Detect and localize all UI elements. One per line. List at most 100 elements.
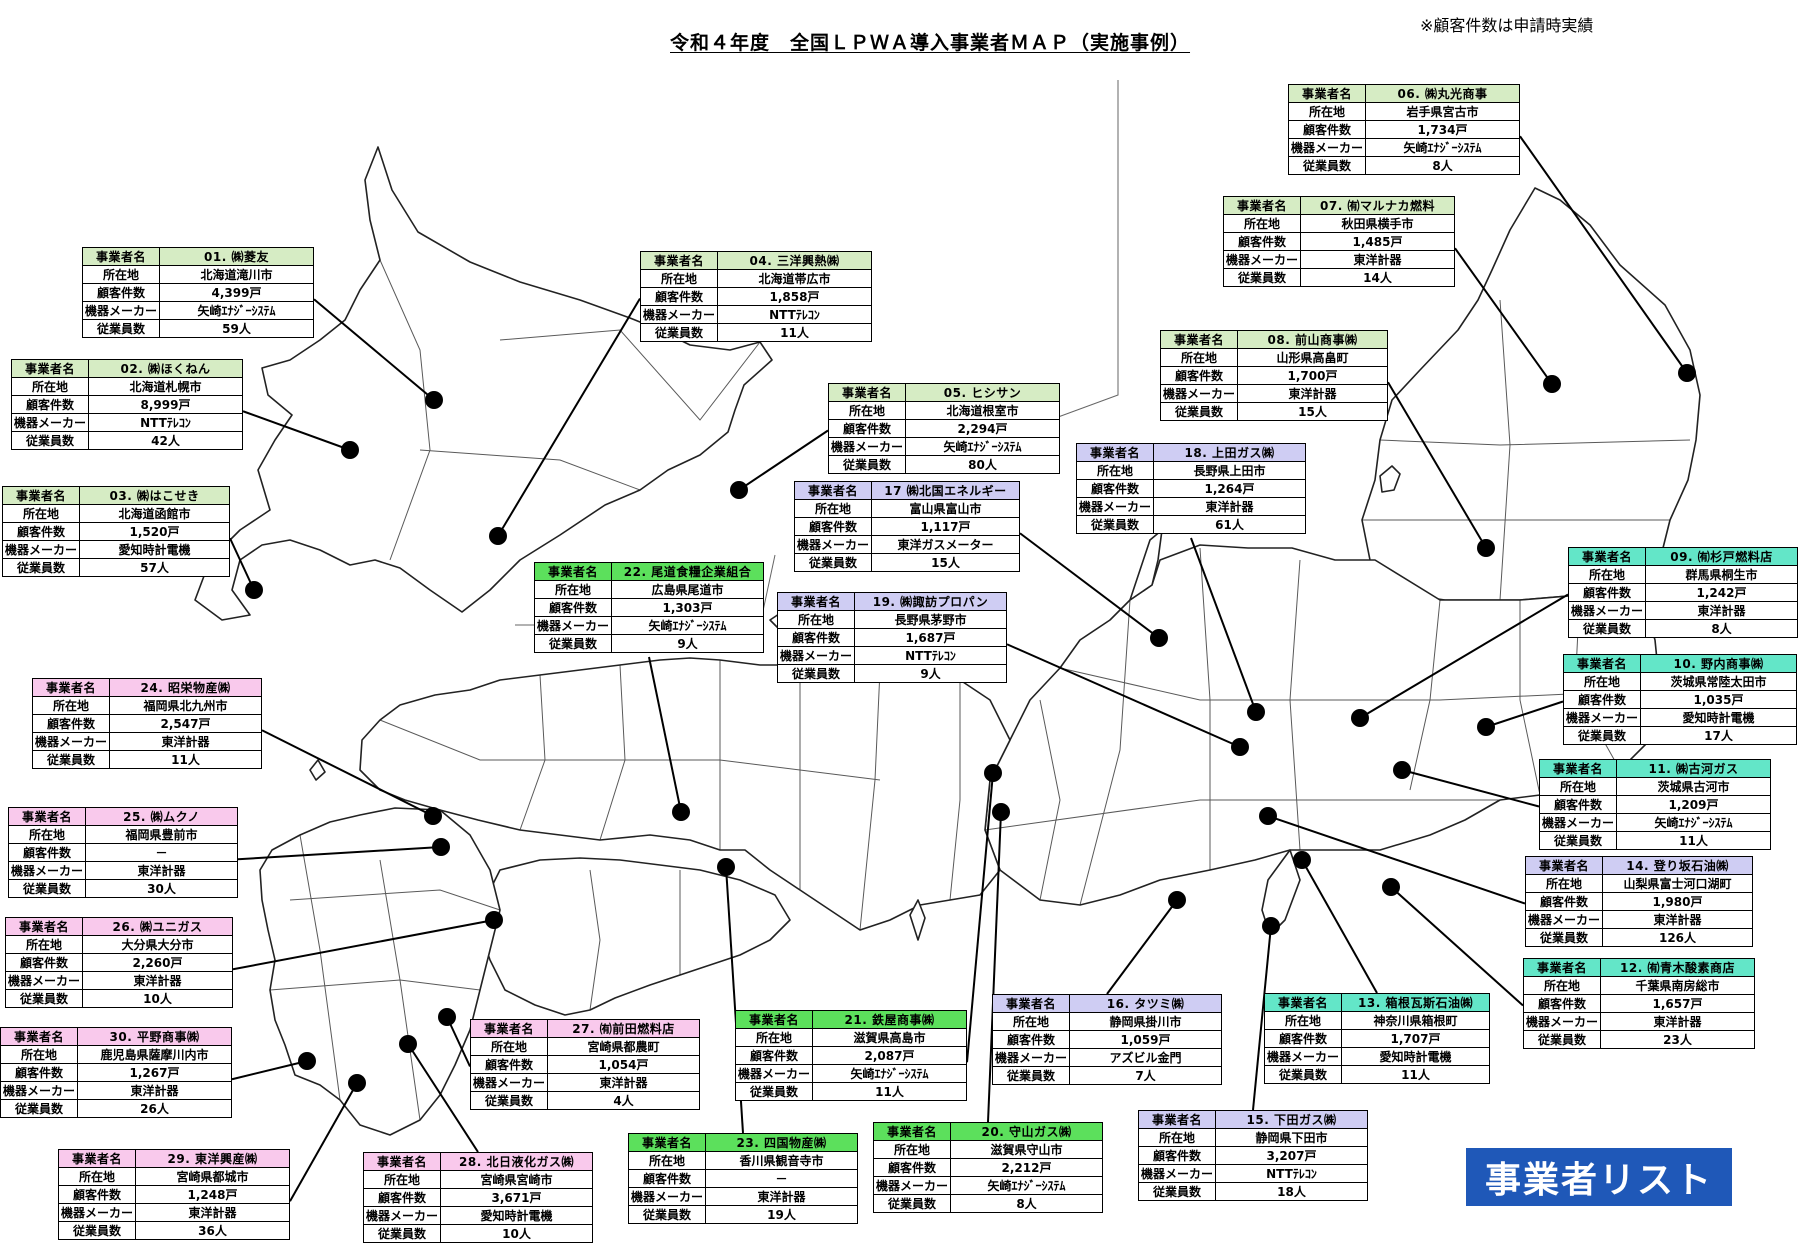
location-dot-06[interactable] bbox=[1678, 364, 1696, 382]
location-dot-14[interactable] bbox=[1259, 807, 1277, 825]
location-dot-25[interactable] bbox=[432, 838, 450, 856]
card-row-maker: 機器メーカー矢崎ｴﾅｼﾞｰｼｽﾃﾑ bbox=[873, 1176, 1103, 1195]
card-value-name: 20. 守山ガス㈱ bbox=[950, 1122, 1103, 1141]
location-dot-27[interactable] bbox=[438, 1008, 456, 1026]
location-dot-12[interactable] bbox=[1382, 878, 1400, 896]
card-value-name: 08. 前山商事㈱ bbox=[1237, 330, 1388, 349]
card-row-location: 所在地千葉県南房総市 bbox=[1523, 976, 1755, 995]
card-label-customers: 顧客件数 bbox=[992, 1030, 1070, 1049]
card-label-employees: 従業員数 bbox=[32, 750, 110, 769]
card-row-maker: 機器メーカー東洋計器 bbox=[1160, 384, 1388, 403]
card-label-maker: 機器メーカー bbox=[992, 1048, 1070, 1067]
card-label-operator: 事業者名 bbox=[0, 1027, 78, 1046]
card-value-employees: 126人 bbox=[1602, 928, 1753, 947]
card-label-employees: 従業員数 bbox=[1160, 402, 1238, 421]
card-label-maker: 機器メーカー bbox=[735, 1064, 813, 1083]
card-row-maker: 機器メーカー東洋計器 bbox=[8, 861, 238, 880]
card-value-employees: 8人 bbox=[1365, 156, 1520, 175]
location-dot-24[interactable] bbox=[424, 807, 442, 825]
card-value-maker: 東洋計器 bbox=[1600, 1012, 1755, 1031]
card-row-location: 所在地茨城県常陸太田市 bbox=[1563, 672, 1797, 691]
card-label-operator: 事業者名 bbox=[58, 1149, 136, 1168]
location-dot-28[interactable] bbox=[399, 1035, 417, 1053]
card-value-customers: 4,399戸 bbox=[159, 283, 314, 302]
card-label-maker: 機器メーカー bbox=[1160, 384, 1238, 403]
card-value-location: 静岡県掛川市 bbox=[1069, 1012, 1222, 1031]
card-label-operator: 事業者名 bbox=[1563, 654, 1641, 673]
card-label-customers: 顧客件数 bbox=[828, 419, 906, 438]
location-dot-26[interactable] bbox=[485, 911, 503, 929]
card-label-location: 所在地 bbox=[363, 1170, 441, 1189]
card-value-customers: 2,260戸 bbox=[82, 953, 233, 972]
card-label-employees: 従業員数 bbox=[2, 558, 80, 577]
location-dot-30[interactable] bbox=[298, 1052, 316, 1070]
location-dot-07[interactable] bbox=[1543, 375, 1561, 393]
card-value-name: 13. 箱根瓦斯石油㈱ bbox=[1341, 993, 1490, 1012]
location-dot-29[interactable] bbox=[348, 1074, 366, 1092]
location-dot-22[interactable] bbox=[672, 803, 690, 821]
card-label-maker: 機器メーカー bbox=[82, 301, 160, 320]
card-value-name: 23. 四国物産㈱ bbox=[705, 1133, 858, 1152]
card-value-maker: 矢崎ｴﾅｼﾞｰｼｽﾃﾑ bbox=[905, 437, 1060, 456]
card-label-operator: 事業者名 bbox=[363, 1152, 441, 1171]
card-value-employees: 9人 bbox=[854, 664, 1007, 683]
card-value-name: 29. 東洋興産㈱ bbox=[135, 1149, 290, 1168]
card-value-name: 21. 鉄屋商事㈱ bbox=[812, 1010, 967, 1029]
card-value-location: 宮崎県都農町 bbox=[547, 1037, 700, 1056]
card-label-location: 所在地 bbox=[1563, 672, 1641, 691]
card-value-customers: 2,212戸 bbox=[950, 1158, 1103, 1177]
location-dot-03[interactable] bbox=[245, 581, 263, 599]
card-value-employees: 8人 bbox=[950, 1194, 1103, 1213]
location-dot-01[interactable] bbox=[425, 391, 443, 409]
location-dot-11[interactable] bbox=[1393, 761, 1411, 779]
card-label-operator: 事業者名 bbox=[1264, 993, 1342, 1012]
location-dot-20[interactable] bbox=[992, 803, 1010, 821]
location-dot-16[interactable] bbox=[1168, 891, 1186, 909]
location-dot-21[interactable] bbox=[984, 764, 1002, 782]
card-label-location: 所在地 bbox=[873, 1140, 951, 1159]
card-value-maker: NTTﾃﾚｺﾝ bbox=[1215, 1164, 1368, 1183]
location-dot-13[interactable] bbox=[1293, 851, 1311, 869]
location-dot-18[interactable] bbox=[1247, 703, 1265, 721]
card-label-location: 所在地 bbox=[628, 1151, 706, 1170]
location-dot-08[interactable] bbox=[1477, 539, 1495, 557]
location-dot-23[interactable] bbox=[717, 858, 735, 876]
location-dot-05[interactable] bbox=[730, 481, 748, 499]
card-row-maker: 機器メーカー愛知時計電機 bbox=[1563, 708, 1797, 727]
card-value-employees: 8人 bbox=[1645, 619, 1798, 638]
location-dot-09[interactable] bbox=[1351, 709, 1369, 727]
leader-line-26 bbox=[232, 919, 495, 971]
card-label-employees: 従業員数 bbox=[1076, 515, 1154, 534]
location-dot-04[interactable] bbox=[489, 527, 507, 545]
business-list-button[interactable]: 事業者リスト bbox=[1466, 1148, 1732, 1206]
card-value-maker: 矢崎ｴﾅｼﾞｰｼｽﾃﾑ bbox=[812, 1064, 967, 1083]
location-dot-17[interactable] bbox=[1150, 629, 1168, 647]
card-value-maker: 東洋計器 bbox=[705, 1187, 858, 1206]
card-row-maker: 機器メーカー東洋計器 bbox=[0, 1081, 232, 1100]
card-row-location: 所在地大分県大分市 bbox=[5, 935, 233, 954]
leader-line-20 bbox=[987, 811, 1002, 1123]
card-label-employees: 従業員数 bbox=[1568, 619, 1646, 638]
card-label-employees: 従業員数 bbox=[1138, 1182, 1216, 1201]
card-value-location: 北海道札幌市 bbox=[88, 377, 243, 396]
card-value-location: 長野県茅野市 bbox=[854, 610, 1007, 629]
card-label-customers: 顧客件数 bbox=[1525, 892, 1603, 911]
location-dot-15[interactable] bbox=[1262, 917, 1280, 935]
location-dot-19[interactable] bbox=[1231, 738, 1249, 756]
location-dot-10[interactable] bbox=[1477, 718, 1495, 736]
location-dot-02[interactable] bbox=[341, 441, 359, 459]
